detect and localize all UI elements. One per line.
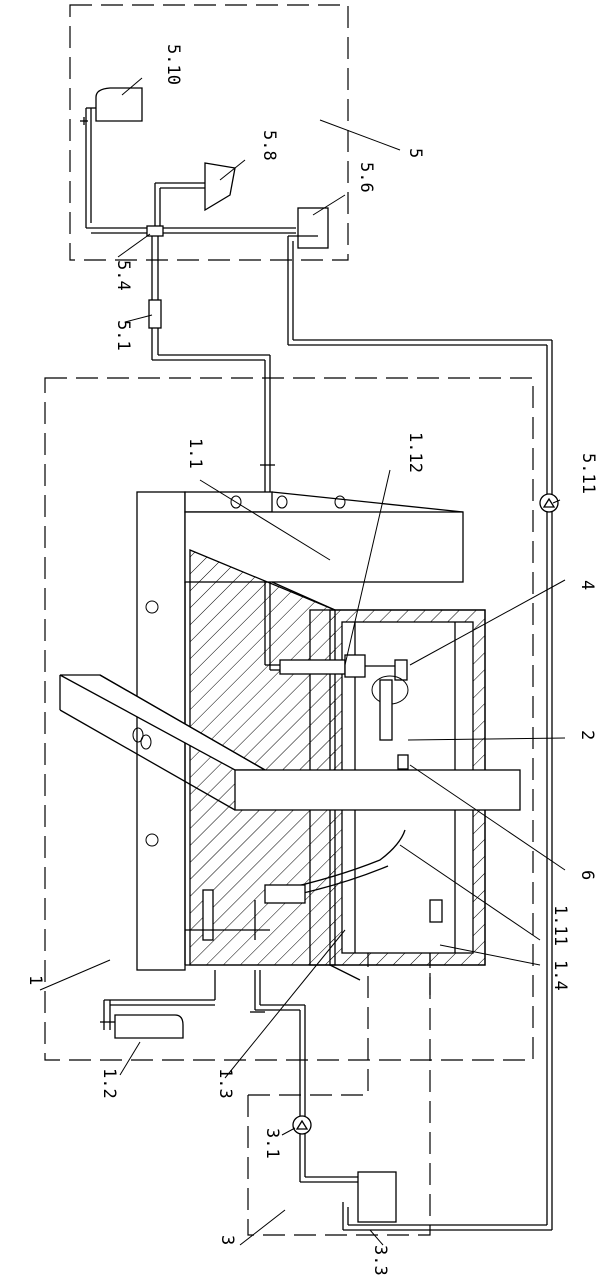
label-1-3: 1.3	[215, 1068, 235, 1099]
valve-5-4	[86, 226, 296, 236]
label-5-6: 5.6	[356, 162, 376, 193]
label-3-3: 3.3	[370, 1245, 390, 1276]
label-2: 2	[577, 730, 597, 740]
bottle-5-10	[80, 88, 142, 228]
label-5-4: 5.4	[113, 260, 133, 291]
horizontal-beam	[235, 770, 520, 810]
label-3: 3	[217, 1235, 237, 1245]
label-1: 1	[25, 975, 45, 985]
label-4: 4	[577, 580, 597, 590]
label-5: 5	[405, 148, 425, 158]
label-3-1: 3.1	[262, 1128, 282, 1159]
label-1-4: 1.4	[550, 960, 570, 991]
label-1-11: 1.11	[550, 905, 570, 946]
label-5-11: 5.11	[578, 453, 598, 494]
label-5-10: 5.10	[163, 44, 183, 85]
label-1-12: 1.12	[405, 432, 425, 473]
label-1-1: 1.1	[185, 438, 205, 469]
gas-bottle-1-2	[100, 970, 215, 1038]
label-1-2: 1.2	[99, 1068, 119, 1099]
label-6: 6	[577, 870, 597, 880]
label-5-8: 5.8	[259, 130, 279, 161]
label-5-1: 5.1	[113, 320, 133, 351]
hopper-5-8	[155, 163, 235, 228]
